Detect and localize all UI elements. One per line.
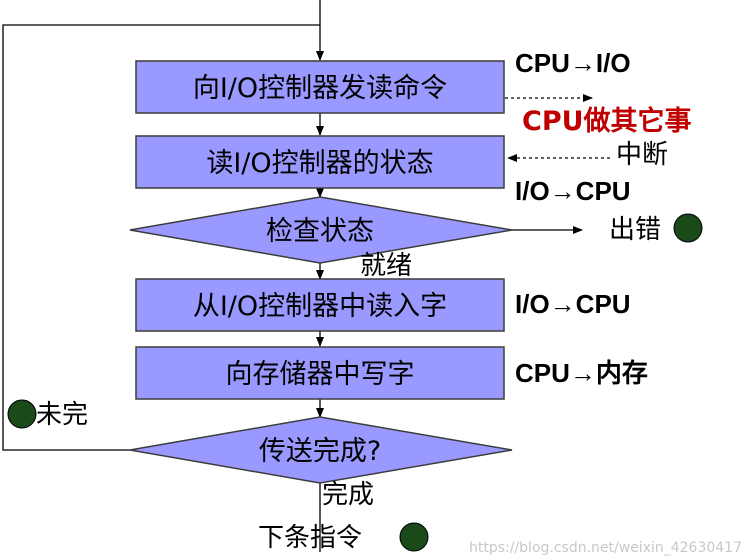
box-read-word-text: 从I/O控制器中读入字 [193, 291, 447, 322]
main-flow-connectors [2, 0, 583, 552]
label-error: 出错 [609, 215, 661, 245]
label-interrupt: 中断 [616, 140, 668, 170]
decision-check-status [129, 196, 513, 264]
box-write-memory [135, 346, 505, 400]
box-read-word [135, 278, 505, 332]
label-cpu-other-work: CPU做其它事 [522, 105, 692, 137]
decision-check-status-text: 检查状态 [266, 216, 374, 247]
label-next-instruction: 下条指令 [258, 523, 362, 553]
not-done-dot [7, 399, 37, 429]
label-done: 完成 [322, 480, 374, 510]
decision-transfer-done [129, 416, 513, 484]
label-not-done: 未完 [36, 400, 88, 430]
next-instruction-dot [399, 522, 429, 552]
box-send-read-command [135, 60, 505, 114]
watermark: https://blog.csdn.net/weixin_42630417 [469, 540, 742, 556]
label-io-to-cpu-word: I/O→CPU [515, 289, 631, 319]
label-cpu-to-io: CPU→I/O [515, 48, 631, 78]
error-terminal-dot [673, 213, 703, 243]
label-io-to-cpu-status: I/O→CPU [515, 176, 631, 206]
label-ready: 就绪 [360, 251, 412, 281]
decision-transfer-done-text: 传送完成? [259, 436, 381, 467]
box-write-memory-text: 向存储器中写字 [226, 359, 415, 390]
box-read-status [135, 135, 505, 189]
interrupt-connectors [505, 94, 610, 162]
label-cpu-to-memory: CPU→内存 [515, 358, 648, 388]
box-read-status-text: 读I/O控制器的状态 [206, 148, 433, 179]
box-send-read-command-text: 向I/O控制器发读命令 [193, 73, 447, 104]
